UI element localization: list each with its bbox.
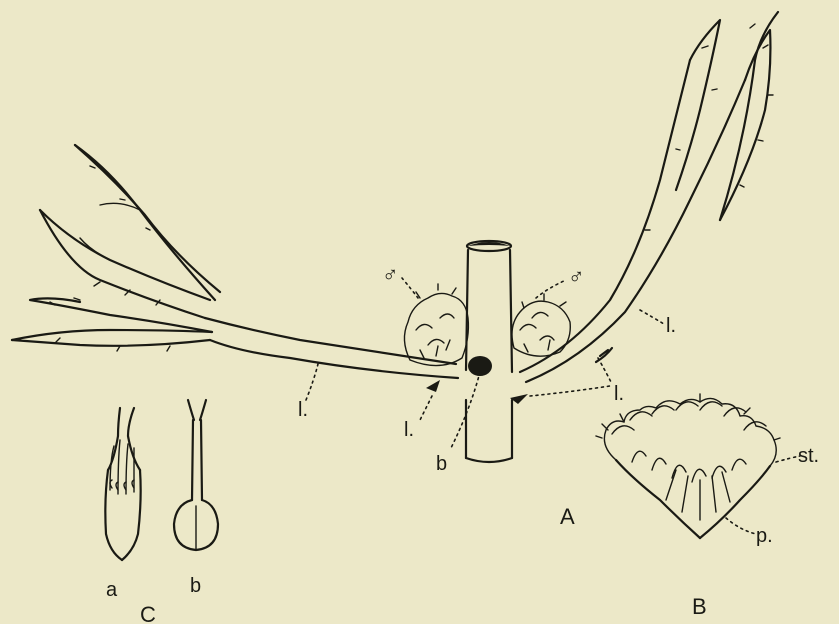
leaf-label-center: l. <box>404 419 414 441</box>
male-cluster-left <box>404 284 468 366</box>
figure-a-label: A <box>560 504 575 529</box>
figure-a-drawing <box>12 12 778 462</box>
figure-c-label: C <box>140 602 156 624</box>
stem-cylinder <box>466 241 512 462</box>
figure-c-b-label: b <box>190 575 201 597</box>
perianth-label: p. <box>756 525 773 547</box>
bracts <box>426 348 612 404</box>
bract-label: b <box>436 453 447 475</box>
figure-c-b-drawing <box>174 400 218 550</box>
stamen-label: st. <box>798 445 819 467</box>
leaf-label-lower-right: l. <box>614 383 624 405</box>
right-leaf <box>520 12 778 382</box>
figure-b-drawing <box>596 394 800 538</box>
male-symbol-right: ♂ <box>568 264 585 289</box>
figure-c-a-label: a <box>106 579 118 601</box>
figure-b-label: B <box>692 594 707 619</box>
leaf-label-right: l. <box>666 315 676 337</box>
leaf-label-left: l. <box>298 399 308 421</box>
male-symbol-left: ♂ <box>382 262 399 287</box>
figure-c-a-drawing <box>105 408 140 560</box>
